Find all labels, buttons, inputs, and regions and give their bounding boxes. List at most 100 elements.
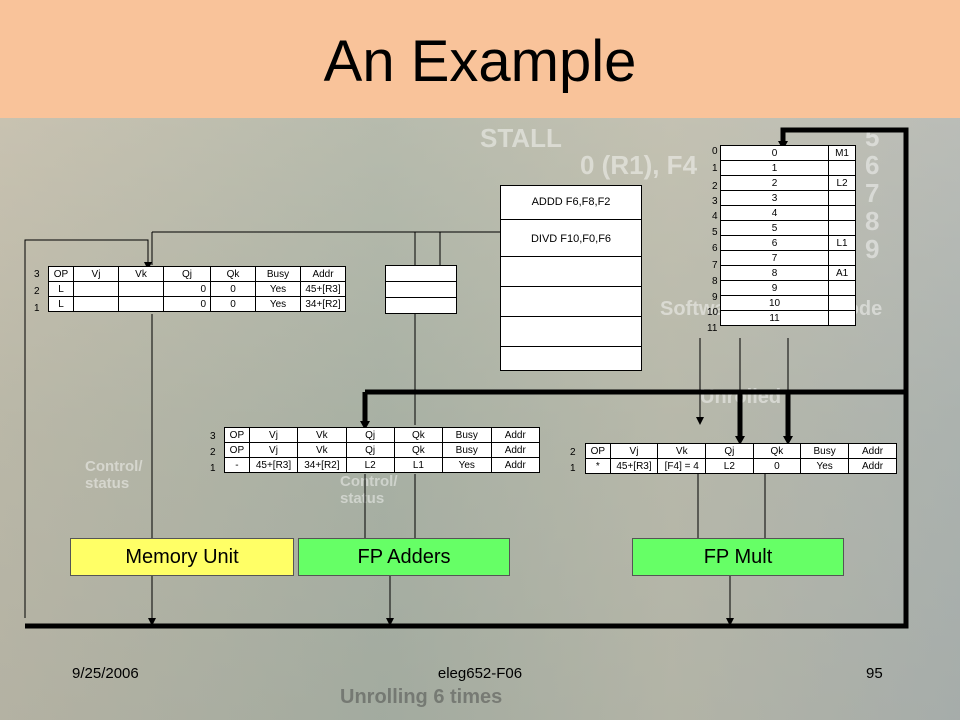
mult-rs-rownum: 2	[570, 447, 576, 458]
table-cell: 5	[719, 220, 830, 236]
table-cell: M1	[828, 145, 856, 161]
table-cell: 0	[210, 281, 256, 297]
store-buffers	[385, 265, 457, 314]
table-row: 9	[719, 280, 856, 296]
table-cell: Busy	[442, 427, 492, 443]
fp-adders-unit: FP Adders	[298, 538, 510, 576]
page-title: An Example	[323, 29, 637, 94]
table-cell: A1	[828, 265, 856, 281]
table-cell	[828, 250, 856, 266]
bg-ghost-text: 0 (R1), F4	[580, 150, 698, 180]
table-cell	[828, 160, 856, 176]
table-cell: 2	[719, 175, 830, 191]
table-cell: Busy	[442, 442, 492, 458]
table-cell	[828, 280, 856, 296]
table-cell: Qj	[345, 442, 395, 458]
memory-reservation-stations: OP Vj Vk Qj Qk Busy Addr L 0 0 Yes 45+[R…	[48, 266, 346, 312]
table-row: OP Vj Vk Qj Qk Busy Addr	[224, 427, 540, 443]
table-row: 1	[719, 160, 856, 176]
table-cell: Addr	[848, 443, 897, 459]
register-index: 0	[712, 146, 718, 157]
memory-rs-rownum: 1	[34, 303, 40, 314]
table-cell: 3	[719, 190, 830, 206]
adder-rs-rownum: 2	[210, 447, 216, 458]
table-cell: Vk	[297, 442, 347, 458]
queue-item-divd: DIVD F10,F0,F6	[530, 233, 612, 245]
table-cell: Qk	[752, 443, 802, 459]
table-cell: Vk	[657, 443, 707, 459]
table-row: 7	[719, 250, 856, 266]
table-cell: 9	[719, 280, 830, 296]
table-cell	[73, 281, 119, 297]
table-cell: Yes	[442, 457, 492, 473]
table-cell: Qj	[345, 427, 395, 443]
memory-rs-rownum: 2	[34, 286, 40, 297]
table-cell: 8	[719, 265, 830, 281]
bg-ghost-text: Unrolling 6 times	[340, 686, 503, 708]
register-index: 1	[712, 163, 718, 174]
table-cell: L2	[345, 457, 395, 473]
table-row: L 0 0 Yes 45+[R3]	[48, 281, 346, 297]
table-cell: Vj	[248, 442, 299, 458]
register-index: 2	[712, 181, 718, 192]
table-cell: 45+[R3]	[248, 457, 299, 473]
column-header: Vj	[73, 266, 119, 282]
table-cell: 7	[719, 250, 830, 266]
register-index: 3	[712, 196, 718, 207]
mult-rs-rownum: 1	[570, 463, 576, 474]
table-cell	[828, 205, 856, 221]
register-index: 4	[712, 211, 718, 222]
footer-course: eleg652-F06	[437, 665, 523, 682]
table-cell: Vj	[609, 443, 659, 459]
table-cell: 45+[R3]	[609, 458, 659, 474]
table-cell: 0	[210, 296, 256, 312]
table-cell: [F4] = 4	[657, 458, 707, 474]
table-row: L 0 0 Yes 34+[R2]	[48, 296, 346, 312]
table-cell: Addr	[490, 442, 540, 458]
bg-ghost-text: Control/status	[85, 458, 143, 492]
footer-page-number: 95	[866, 665, 883, 682]
table-cell: 0	[163, 296, 211, 312]
table-cell	[828, 190, 856, 206]
table-header-row: OP Vj Vk Qj Qk Busy Addr	[48, 266, 346, 282]
register-index: 8	[712, 276, 718, 287]
table-cell	[828, 220, 856, 236]
table-cell: 0	[163, 281, 211, 297]
column-header: OP	[48, 266, 74, 282]
table-cell: Addr	[490, 427, 540, 443]
table-cell: 10	[719, 295, 830, 311]
table-cell	[118, 281, 164, 297]
table-cell: Yes	[800, 458, 850, 474]
table-cell: OP	[224, 427, 250, 443]
table-cell: OP	[224, 442, 250, 458]
table-cell: Busy	[800, 443, 850, 459]
column-header: Qj	[163, 266, 211, 282]
adder-rs-rownum: 1	[210, 463, 216, 474]
table-row: 11	[719, 310, 856, 326]
table-cell	[73, 296, 119, 312]
table-cell: *	[585, 458, 611, 474]
table-cell: 1	[719, 160, 830, 176]
column-header: Busy	[255, 266, 301, 282]
table-cell	[118, 296, 164, 312]
table-cell: 0	[719, 145, 830, 161]
footer-date: 9/25/2006	[72, 665, 139, 682]
column-header: Qk	[210, 266, 256, 282]
table-cell	[828, 295, 856, 311]
memory-unit: Memory Unit	[70, 538, 294, 576]
table-cell: L2	[705, 458, 754, 474]
instruction-queue: ADDD F6,F8,F2 DIVD F10,F0,F6	[500, 185, 642, 371]
table-cell: Addr	[848, 458, 897, 474]
memory-input-line	[24, 239, 149, 618]
bg-ghost-text: STALL	[480, 123, 562, 153]
table-row: 4	[719, 205, 856, 221]
register-index: 9	[712, 292, 718, 303]
table-cell: 0	[752, 458, 802, 474]
table-cell: -	[224, 457, 250, 473]
memory-rs-rownum: 3	[34, 269, 40, 280]
table-row: 5	[719, 220, 856, 236]
adder-reservation-stations: OP Vj Vk Qj Qk Busy Addr OP Vj Vk Qj Qk …	[224, 427, 540, 473]
table-cell: Yes	[255, 281, 301, 297]
